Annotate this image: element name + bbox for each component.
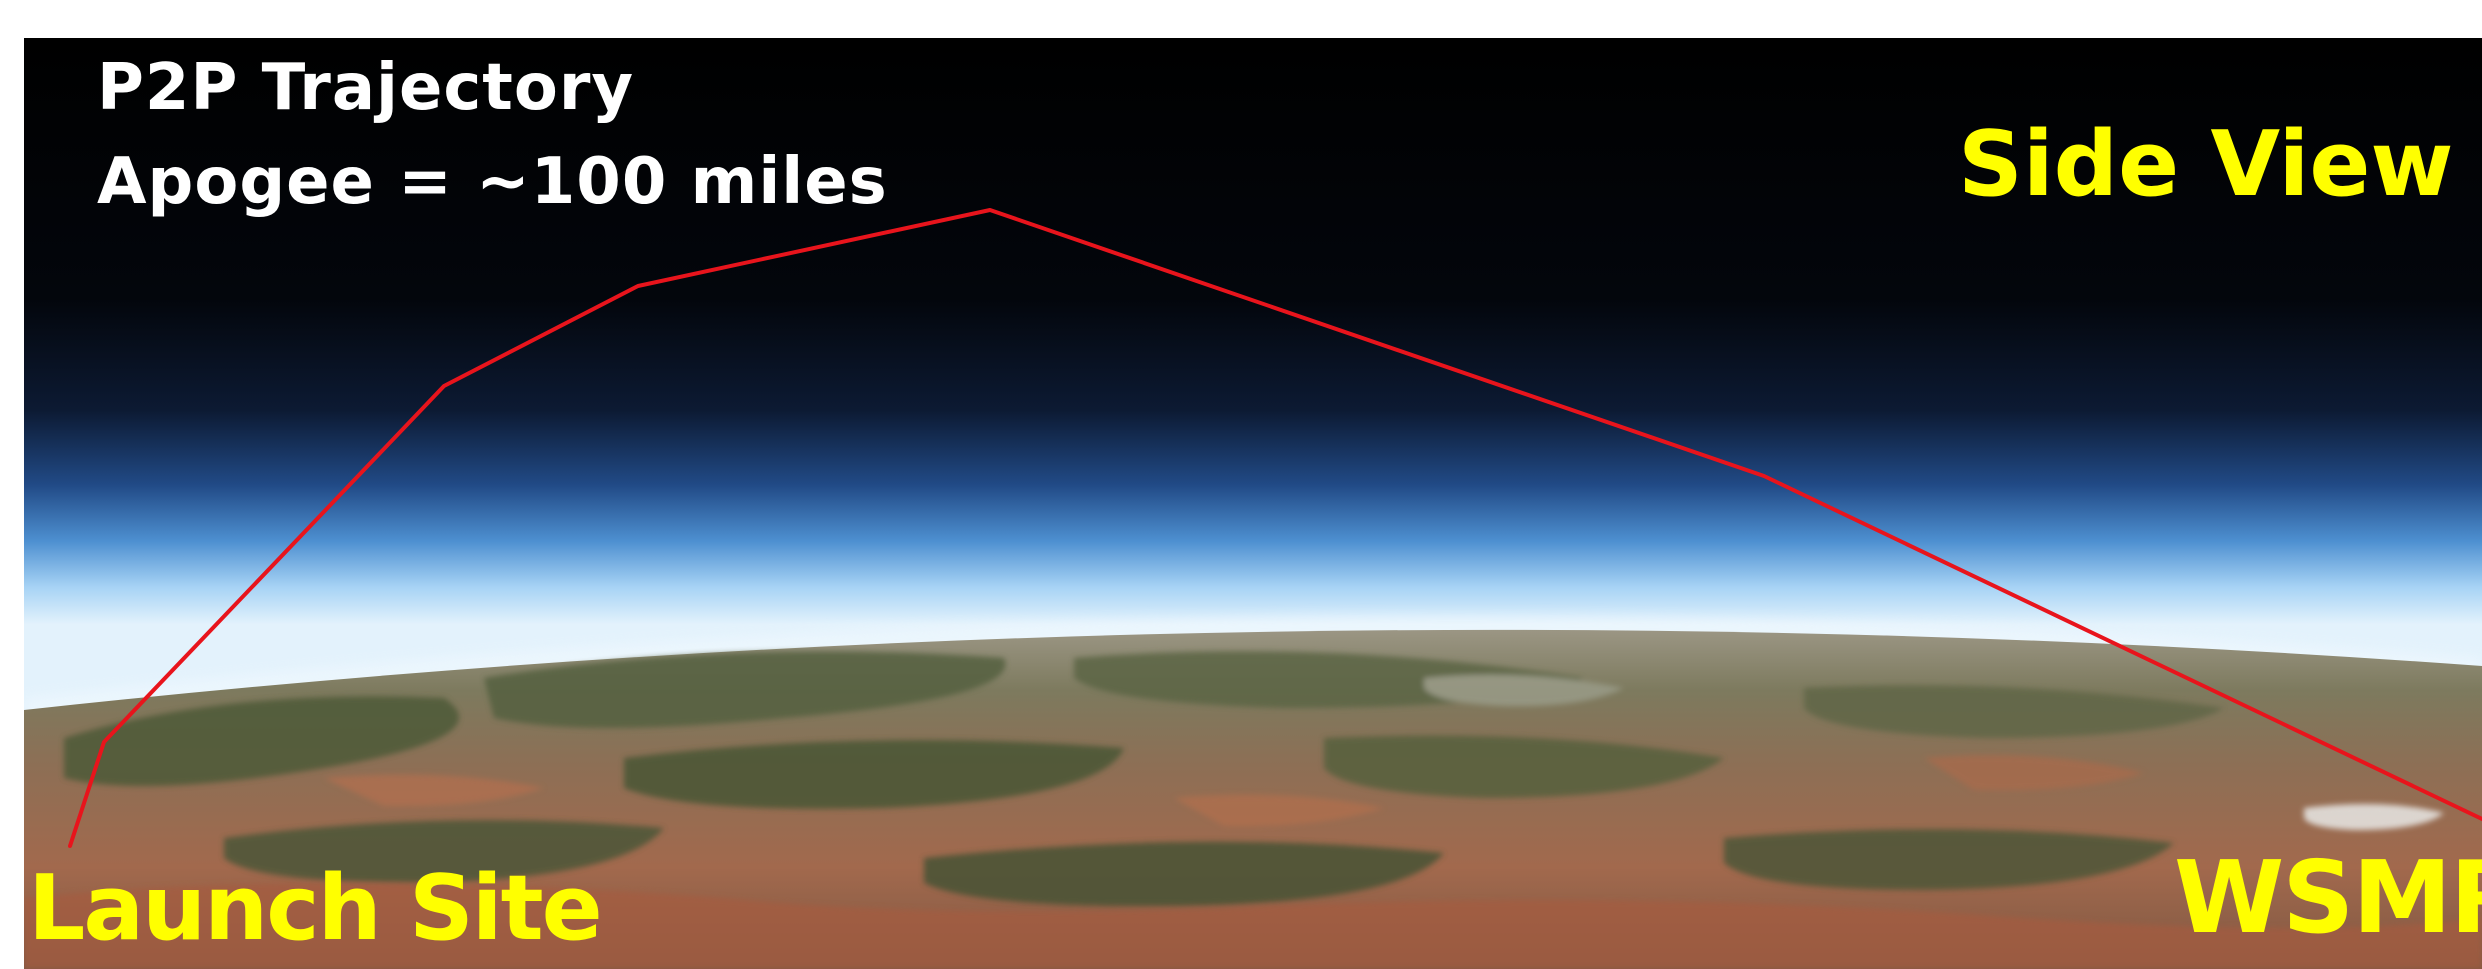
wsmr-label: WSMR	[2174, 839, 2482, 956]
trajectory-scene: P2P Trajectory Apogee = ~100 miles Side …	[24, 38, 2482, 969]
view-label: Side View	[1958, 112, 2454, 217]
launch-site-label: Launch Site	[28, 856, 603, 961]
earth-surface	[24, 629, 2482, 969]
title-line-trajectory: P2P Trajectory	[97, 51, 635, 125]
trajectory-path	[68, 208, 2482, 848]
scene-graphic	[24, 38, 2482, 969]
title-line-apogee: Apogee = ~100 miles	[97, 145, 888, 219]
